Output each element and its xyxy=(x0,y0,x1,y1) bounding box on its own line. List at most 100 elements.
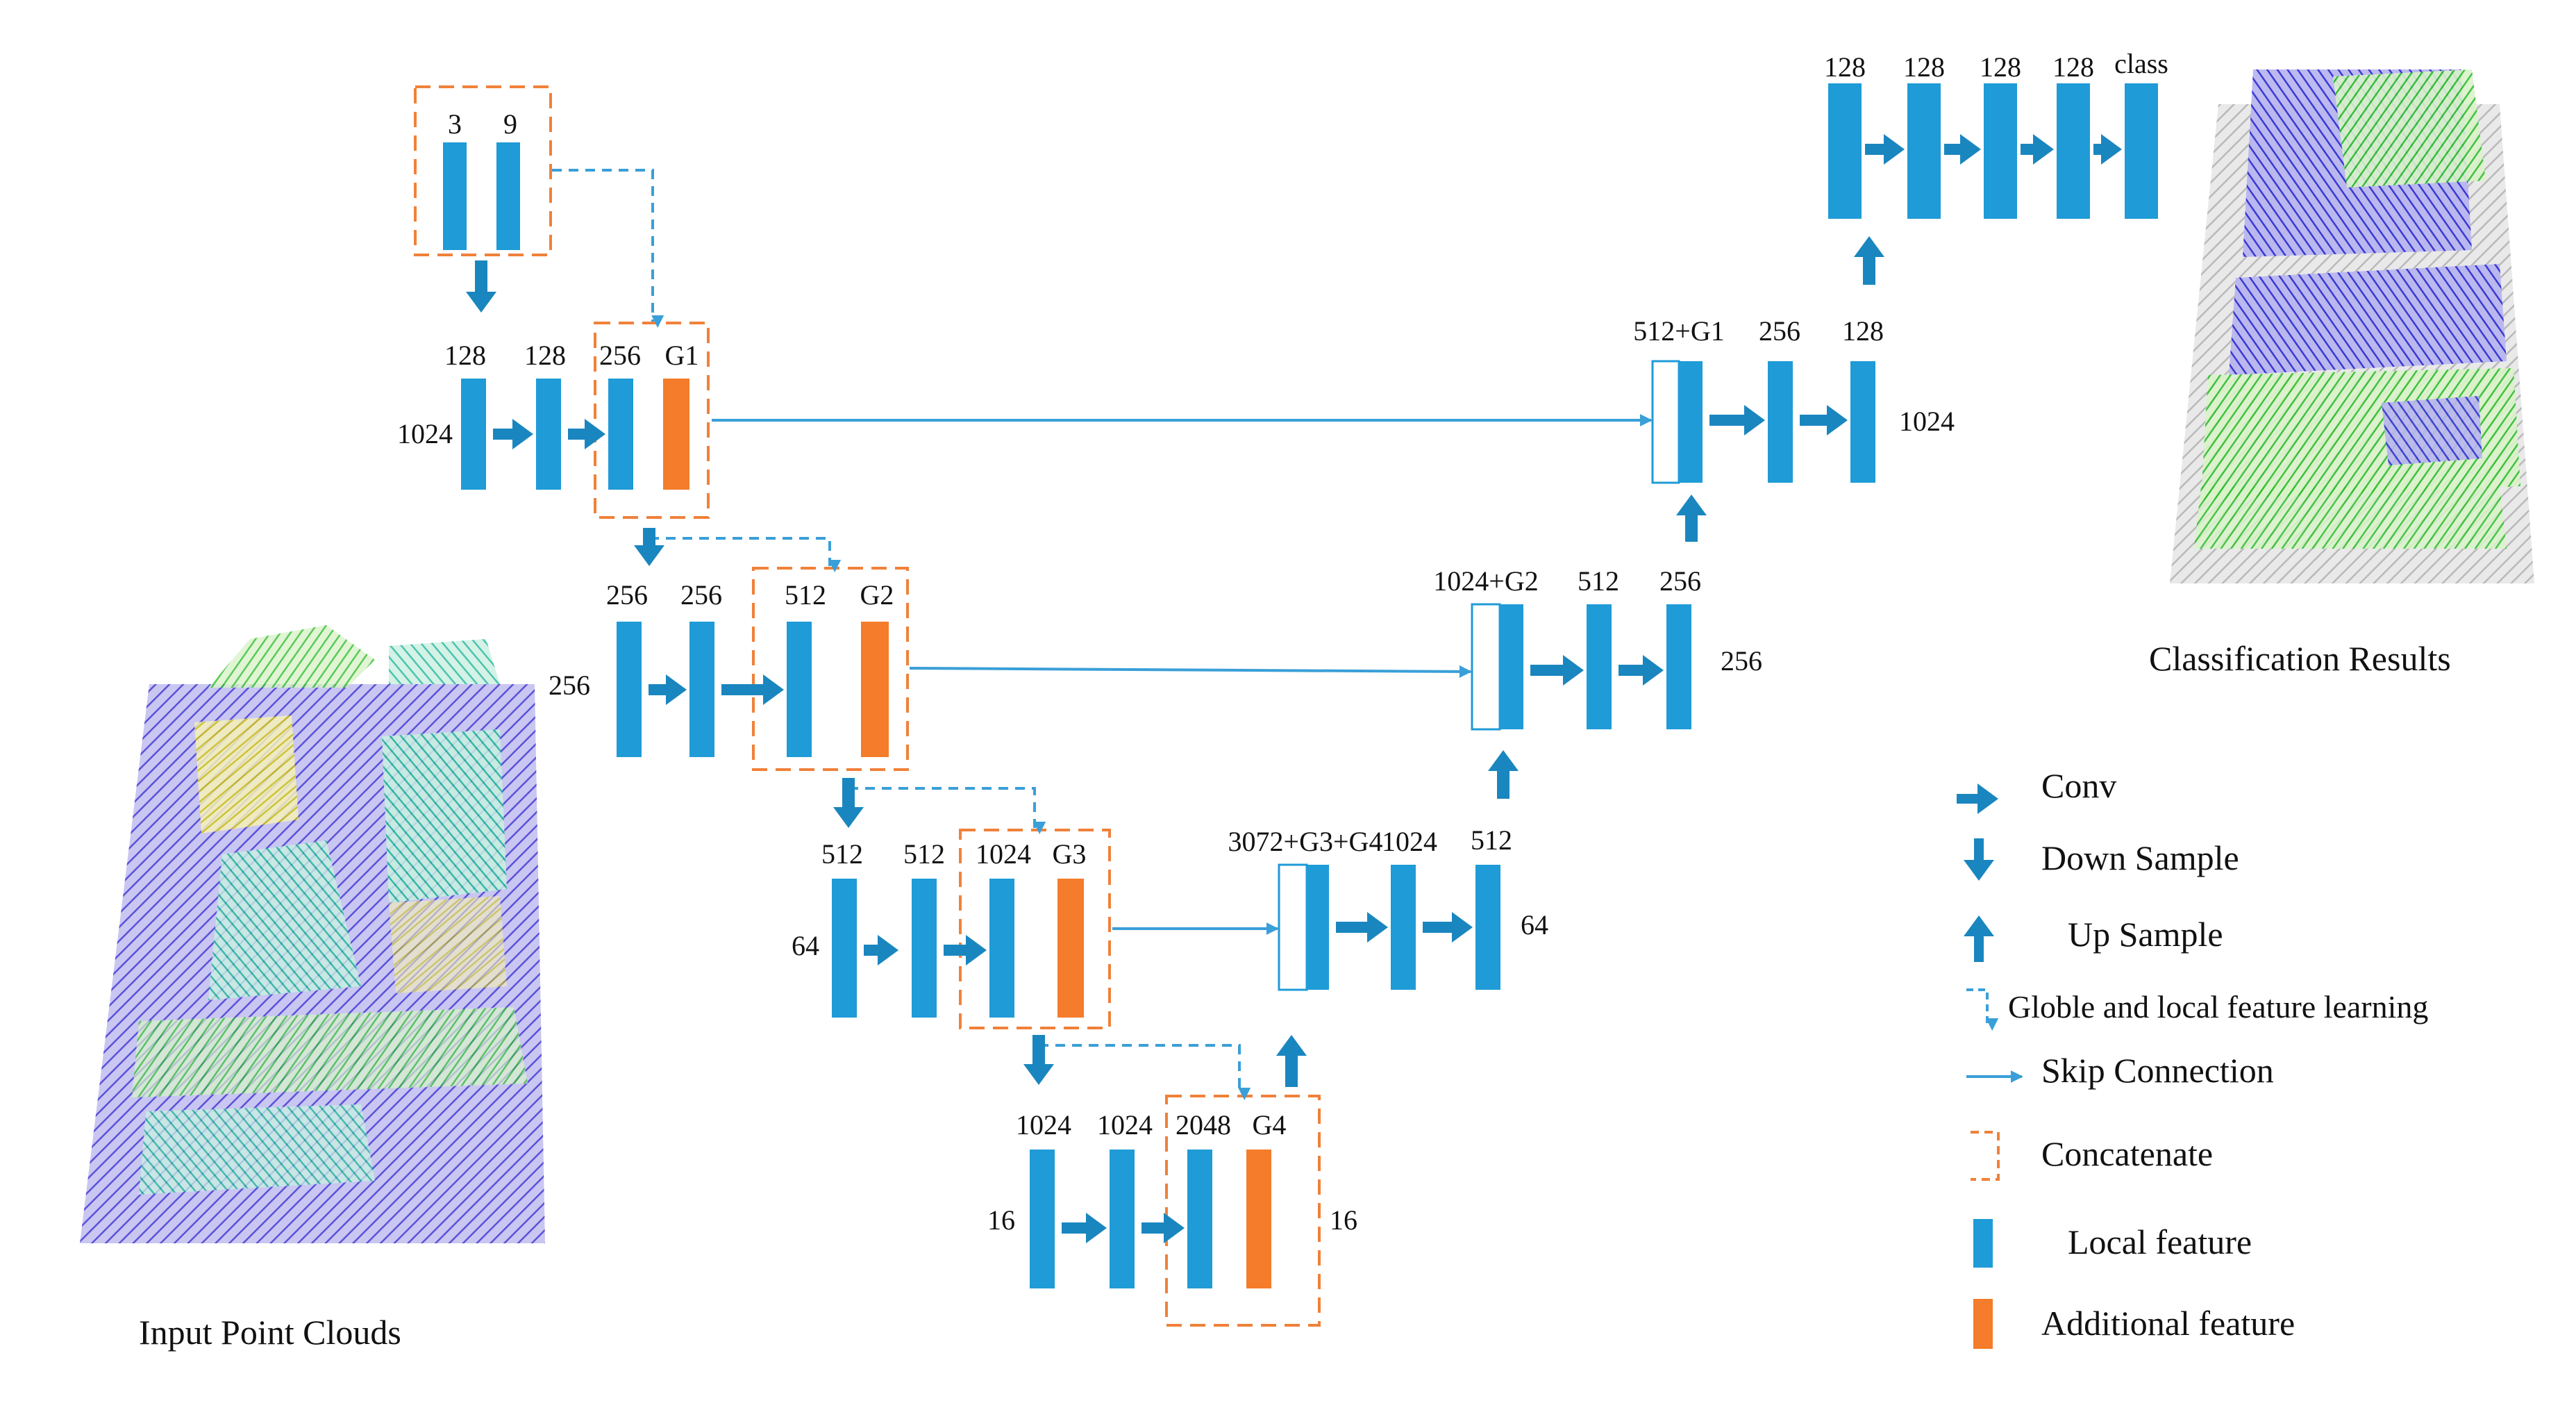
local-feature-bar xyxy=(1187,1150,1212,1288)
conv-arrow xyxy=(649,674,687,705)
conv-arrow xyxy=(1423,912,1473,943)
channel-label: 1024 xyxy=(1016,1109,1071,1141)
channel-label: 128 xyxy=(1824,51,1866,83)
local-feature-bar xyxy=(536,379,561,490)
additional-feature-icon xyxy=(1973,1299,1993,1349)
concat-outline-bar xyxy=(1471,603,1501,731)
down-sample-arrow xyxy=(466,260,496,313)
conv-arrow xyxy=(2093,134,2122,165)
channel-label: 1024 xyxy=(1382,826,1437,857)
conv-arrow xyxy=(1336,912,1388,943)
channel-label: 256 xyxy=(1659,565,1701,597)
conv-arrow xyxy=(944,935,987,965)
up-sample-arrow xyxy=(1276,1035,1307,1087)
feature-bars xyxy=(443,83,2158,1288)
conv-arrow-icon xyxy=(1957,783,1998,814)
input-caption: Input Point Clouds xyxy=(139,1313,401,1352)
channel-label: 128 xyxy=(1903,51,1945,83)
classification-result-image xyxy=(2170,69,2534,583)
channel-label: 512 xyxy=(821,838,863,870)
legend-label: Local feature xyxy=(2068,1222,2252,1261)
local-feature-bar xyxy=(1984,83,2017,219)
up-sample-arrow xyxy=(1488,750,1519,799)
channel-label: 256 xyxy=(606,579,648,611)
dashed-arrow-level-3 xyxy=(1039,1044,1251,1100)
conv-arrow xyxy=(864,935,898,965)
additional-feature-bar xyxy=(663,379,689,490)
local-feature-bar xyxy=(1475,865,1500,990)
conv-arrows xyxy=(493,134,2122,1243)
legend-label: Skip Connection xyxy=(2041,1051,2274,1090)
local-feature-bar xyxy=(1907,83,1941,219)
local-feature-bar xyxy=(1030,1150,1055,1288)
local-feature-bar xyxy=(461,379,486,490)
additional-feature-bar xyxy=(1246,1150,1271,1288)
conv-arrow xyxy=(1800,405,1848,436)
local-feature-bar xyxy=(1679,361,1703,483)
point-count-label: 64 xyxy=(792,930,819,961)
point-count-label: 16 xyxy=(987,1204,1015,1236)
channel-label: 256 xyxy=(1759,315,1800,347)
local-feature-bar xyxy=(989,879,1014,1018)
conv-arrow xyxy=(1530,655,1584,686)
legend: Conv Down Sample Up Sample Globle and lo… xyxy=(1957,766,2428,1349)
concat-outline-bar xyxy=(1278,863,1308,991)
down-sample-arrow xyxy=(1023,1035,1054,1085)
conv-arrow xyxy=(1709,405,1765,436)
dashed-arrow-level-1 xyxy=(649,537,842,572)
point-count-label: 64 xyxy=(1521,909,1548,940)
conv-arrow xyxy=(568,419,605,449)
concat-outline-bar xyxy=(1651,360,1680,484)
channel-label: 256 xyxy=(599,340,641,371)
up-sample-arrow-icon xyxy=(1964,915,1994,962)
conv-arrow xyxy=(2021,134,2054,165)
point-count-label: 16 xyxy=(1330,1204,1357,1236)
global-feature-label: G3 xyxy=(1053,838,1087,870)
channel-label: 512+G1 xyxy=(1633,315,1724,347)
local-feature-bar xyxy=(2057,83,2090,219)
up-sample-arrow xyxy=(1854,236,1884,285)
channel-label: 1024+G2 xyxy=(1433,565,1538,597)
channel-label: 512 xyxy=(1471,824,1512,856)
local-feature-bar xyxy=(1500,604,1523,729)
dashed-arrow-level-2 xyxy=(848,787,1046,834)
local-feature-bar xyxy=(1850,361,1875,483)
legend-label: Additional feature xyxy=(2041,1304,2295,1343)
additional-feature-bar xyxy=(1057,879,1084,1018)
conv-arrow xyxy=(1944,134,1981,165)
channel-labels: 3 9 128 128 256 G1 1024 256 256 512 G2 2… xyxy=(397,48,2168,1236)
local-feature-bar xyxy=(1768,361,1793,483)
global-feature-label: G1 xyxy=(665,340,699,371)
input-point-cloud-image xyxy=(80,625,545,1243)
local-feature-bar xyxy=(1391,865,1416,990)
down-sample-arrow-icon xyxy=(1964,838,1994,881)
output-caption: Classification Results xyxy=(2149,639,2451,678)
channel-label: 3 xyxy=(448,108,462,140)
channel-label: 256 xyxy=(680,579,722,611)
local-feature-bar xyxy=(617,622,642,757)
class-label: class xyxy=(2114,48,2168,79)
point-count-label: 1024 xyxy=(1899,406,1955,437)
conv-arrow xyxy=(1141,1213,1185,1243)
additional-feature-bar xyxy=(861,622,889,757)
local-feature-bar xyxy=(689,622,714,757)
channel-label: 512 xyxy=(785,579,826,611)
channel-label: 3072+G3+G4 xyxy=(1228,826,1383,857)
down-sample-arrow xyxy=(634,528,664,566)
channel-label: 9 xyxy=(503,108,517,140)
concat-bracket-icon xyxy=(1971,1131,2000,1181)
channel-label: 128 xyxy=(2052,51,2094,83)
global-feature-label: G4 xyxy=(1253,1109,1287,1141)
point-count-label: 256 xyxy=(549,670,590,701)
dashed-arrow-input xyxy=(552,169,664,328)
local-feature-bar xyxy=(496,142,520,250)
conv-arrow xyxy=(1062,1213,1107,1243)
point-count-label: 256 xyxy=(1721,645,1762,677)
channel-label: 128 xyxy=(1842,315,1884,347)
up-sample-arrow xyxy=(1676,495,1707,542)
skip-connections xyxy=(712,414,1653,935)
conv-arrow xyxy=(1865,134,1905,165)
channel-label: 128 xyxy=(444,340,486,371)
legend-label: Conv xyxy=(2041,766,2116,805)
